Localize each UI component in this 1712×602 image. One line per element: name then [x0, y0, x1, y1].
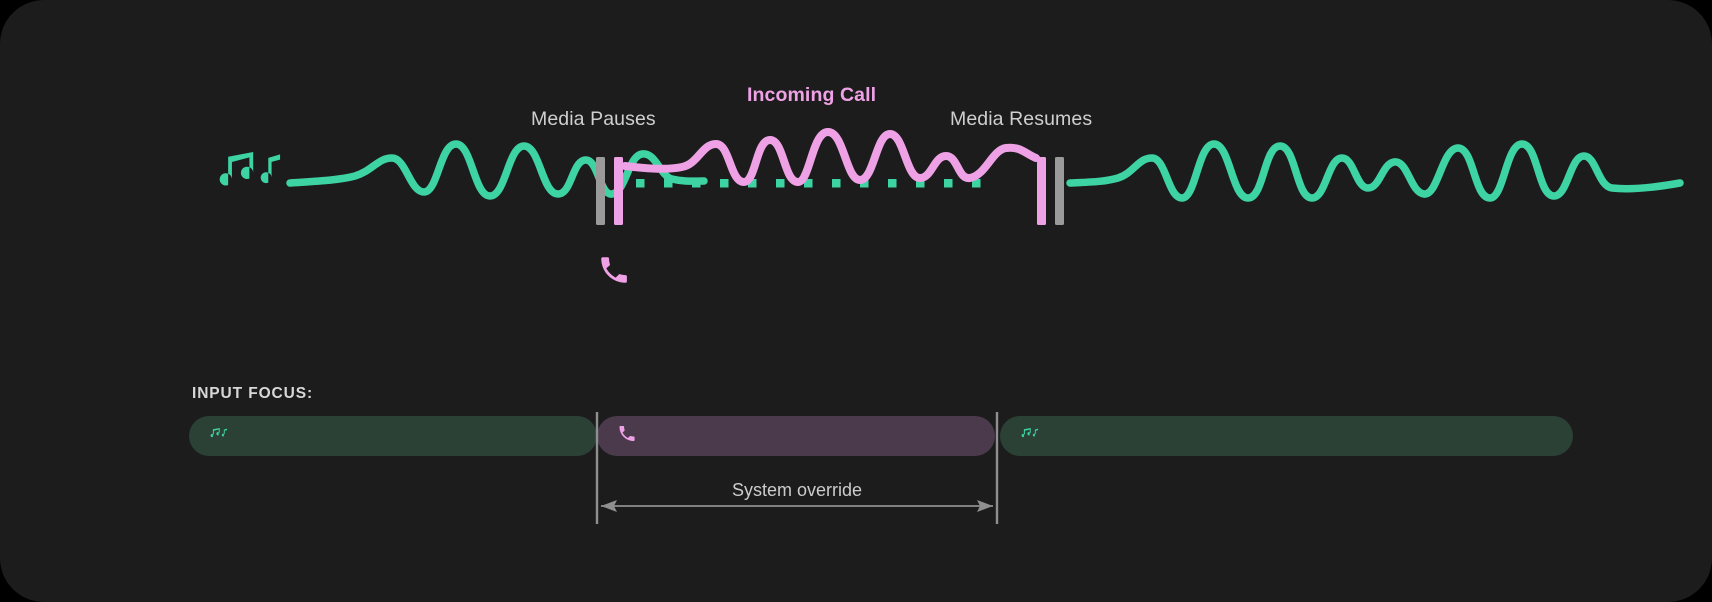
label-incoming-call: Incoming Call: [747, 84, 877, 106]
media-focus-left-bar[interactable]: [189, 416, 597, 456]
system-override-label: System override: [731, 480, 863, 500]
label-media-resumes: Media Resumes: [950, 108, 1093, 130]
pause-marker-gray: [596, 157, 605, 225]
music-notes-icon: [209, 424, 229, 449]
label-media-pauses: Media Pauses: [531, 108, 656, 130]
override-arrow-head-right: [977, 500, 993, 512]
resume-marker-gray: [1055, 157, 1064, 225]
input-focus-heading: INPUT FOCUS:: [192, 385, 314, 402]
call-end-marker-pink: [1037, 157, 1046, 225]
media-paused-dotted-line: [636, 179, 981, 188]
media-focus-right-bar[interactable]: [1000, 416, 1573, 456]
media-waveform-after: [1066, 140, 1684, 202]
music-notes-icon: [1020, 424, 1040, 449]
phone-icon: [617, 424, 637, 449]
call-focus-bar[interactable]: [597, 416, 995, 456]
waveform-timeline: [0, 110, 1712, 240]
phone-icon: [597, 253, 631, 287]
system-override-bracket: [591, 412, 1003, 527]
call-waveform: [621, 128, 1040, 186]
music-notes-icon: [219, 152, 281, 186]
call-start-marker-pink: [614, 157, 623, 225]
media-waveform-before: [286, 140, 708, 200]
override-arrow-head-left: [601, 500, 617, 512]
